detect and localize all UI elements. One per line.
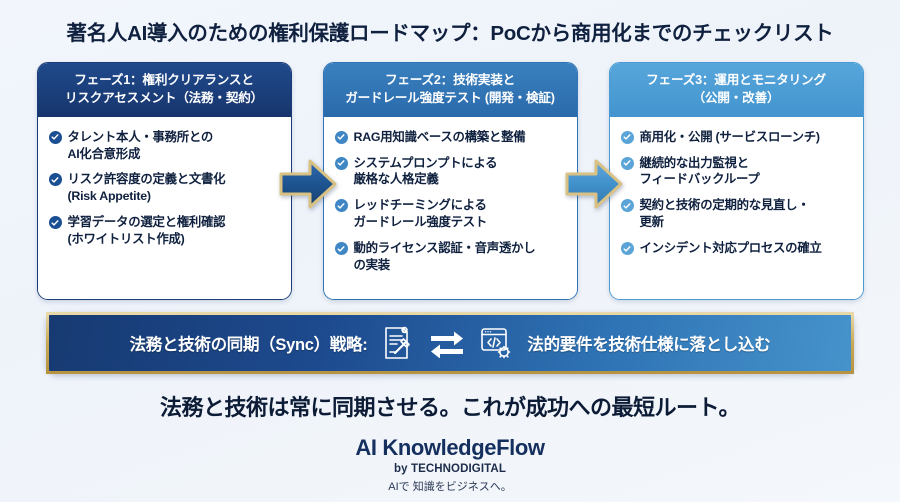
check-circle-icon: [334, 130, 348, 144]
phase-card-3-header-line2: （公開・改善）: [692, 90, 780, 105]
phase-card-1: フェーズ1：権利クリアランスと リスクアセスメント（法務・契約） タレント本人・…: [36, 62, 292, 300]
checklist-item-label: タレント本人・事務所との AI化合意形成: [67, 129, 214, 161]
closing-tagline: 法務と技術は常に同期させる。これが成功への最短ルート。: [159, 395, 741, 420]
checklist-item: 継続的な出力監視と フィードバックループ: [620, 155, 852, 189]
phase-card-2: フェーズ2：技術実装と ガードレール強度テスト (開発・検証) RAG用知識ベー…: [322, 62, 578, 300]
phase-card-3-body: 商用化・公開 (サービスローンチ) 継続的な出力監視と フィードバックループ 契…: [609, 116, 863, 299]
check-circle-icon: [620, 199, 634, 213]
check-circle-icon: [334, 156, 348, 170]
phase-card-2-header: フェーズ2：技術実装と ガードレール強度テスト (開発・検証): [323, 63, 577, 117]
checklist-item: 契約と技術の定期的な見直し・ 更新: [620, 197, 852, 231]
phase-arrow-1-to-2: [279, 157, 337, 211]
checklist-item-label: リスク許容度の定義と文書化 (Risk Appetite): [67, 172, 226, 204]
check-circle-icon: [48, 173, 62, 187]
code-window-gear-icon: [479, 326, 513, 360]
phase-card-1-header: フェーズ1：権利クリアランスと リスクアセスメント（法務・契約）: [37, 63, 291, 117]
check-circle-icon: [48, 130, 62, 144]
phase-card-2-header-line2: ガードレール強度テスト (開発・検証): [345, 90, 555, 105]
phase-card-1-body: タレント本人・事務所との AI化合意形成 リスク許容度の定義と文書化 (Risk…: [37, 116, 291, 299]
banner-left-label: 法務と技術の同期（Sync）戦略:: [129, 336, 368, 354]
checklist-item: 商用化・公開 (サービスローンチ): [620, 129, 852, 146]
checklist-item: 動的ライセンス認証・音声透かし の実装: [334, 240, 566, 274]
checklist-item-label: 動的ライセンス認証・音声透かし の実装: [353, 241, 536, 272]
phase-card-3: フェーズ3：運用とモニタリング （公開・改善） 商用化・公開 (サービスローンチ…: [608, 62, 864, 300]
checklist-item-label: 契約と技術の定期的な見直し・ 更新: [639, 198, 810, 230]
banner-right-label: 法的要件を技術仕様に落とし込む: [527, 336, 771, 354]
checklist-item-label: インシデント対応プロセスの確立: [639, 241, 822, 256]
check-circle-icon: [334, 242, 348, 256]
checklist-item: リスク許容度の定義と文書化 (Risk Appetite): [48, 171, 280, 205]
brand-footer: AI KnowledgeFlow by TECHNODIGITAL AIで 知識…: [0, 435, 900, 494]
check-circle-icon: [48, 216, 62, 230]
checklist-item: インシデント対応プロセスの確立: [620, 240, 852, 257]
brand-subtitle: AIで 知識をビジネスへ。: [388, 481, 512, 494]
phase-card-1-header-line2: リスクアセスメント（法務・契約）: [64, 90, 264, 105]
check-circle-icon: [620, 156, 634, 170]
legal-document-gavel-icon: [381, 325, 415, 361]
check-circle-icon: [620, 130, 634, 144]
checklist-item-label: 学習データの選定と権利確認 (ホワイトリスト作成): [67, 215, 226, 247]
check-circle-icon: [334, 199, 348, 213]
page-title: 著名人AI導入のための権利保護ロードマップ：PoCから商用化までのチェックリスト: [66, 22, 834, 45]
check-circle-icon: [620, 242, 634, 256]
checklist-item-label: RAG用知識ベースの構築と整備: [353, 129, 526, 144]
brand-by-line: by TECHNODIGITAL: [394, 463, 506, 476]
checklist-item: RAG用知識ベースの構築と整備: [334, 129, 566, 146]
checklist-item: タレント本人・事務所との AI化合意形成: [48, 129, 280, 163]
phase-card-1-header-line1: フェーズ1：権利クリアランスと: [74, 73, 254, 87]
phase-cards-row: フェーズ1：権利クリアランスと リスクアセスメント（法務・契約） タレント本人・…: [0, 62, 900, 300]
phase-card-2-header-line1: フェーズ2：技術実装と: [384, 73, 516, 87]
checklist-item: 学習データの選定と権利確認 (ホワイトリスト作成): [48, 214, 280, 248]
checklist-item: システムプロンプトによる 厳格な人格定義: [334, 155, 566, 189]
phase-card-3-header: フェーズ3：運用とモニタリング （公開・改善）: [609, 63, 863, 117]
sync-strategy-banner: 法務と技術の同期（Sync）戦略: 法的要件を技術仕様に落とし込む: [46, 312, 854, 374]
checklist-item-label: レッドチーミングによる ガードレール強度テスト: [353, 198, 488, 230]
phase-card-2-body: RAG用知識ベースの構築と整備 システムプロンプトによる 厳格な人格定義 レッド…: [323, 116, 577, 299]
checklist-item: レッドチーミングによる ガードレール強度テスト: [334, 197, 566, 231]
checklist-item-label: システムプロンプトによる 厳格な人格定義: [353, 155, 498, 187]
brand-name: AI KnowledgeFlow: [355, 435, 545, 460]
phase-arrow-2-to-3: [565, 157, 623, 211]
checklist-item-label: 継続的な出力監視と フィードバックループ: [639, 155, 760, 187]
phase-card-3-header-line1: フェーズ3：運用とモニタリング: [646, 73, 826, 87]
exchange-arrows-icon: [429, 328, 465, 358]
checklist-item-label: 商用化・公開 (サービスローンチ): [639, 129, 821, 144]
